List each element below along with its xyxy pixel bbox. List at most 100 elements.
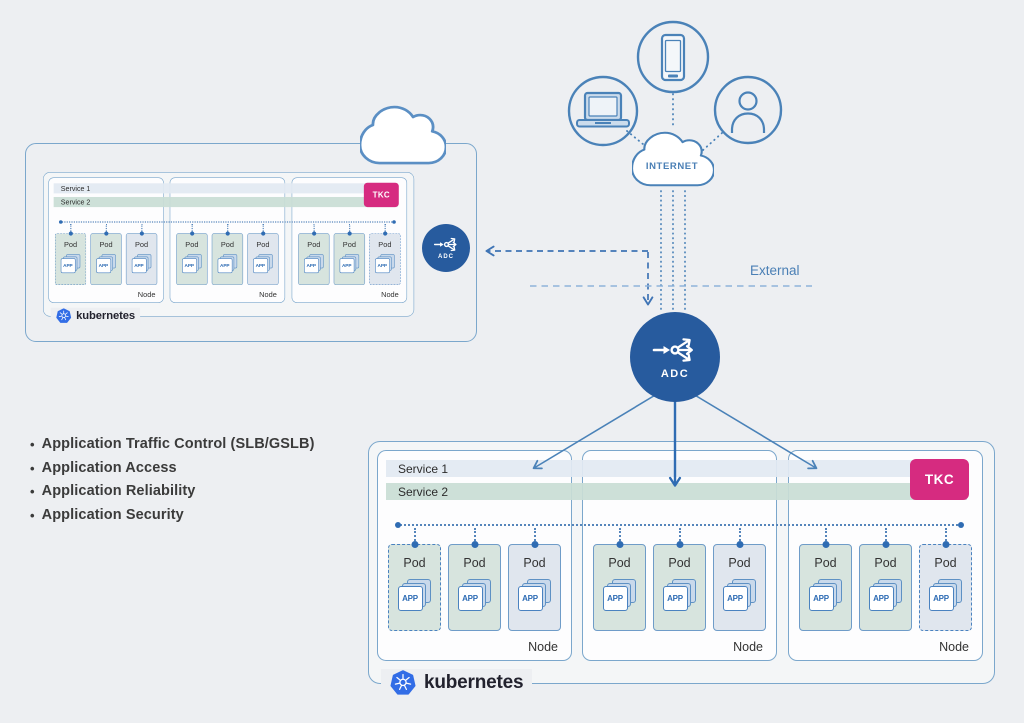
pod-connector-rail <box>395 522 964 528</box>
load-balancer-icon <box>652 337 693 362</box>
app-stack-icon: APP <box>60 254 80 274</box>
app-stack-icon: APP <box>722 579 757 613</box>
app-stack-icon: APP <box>131 254 152 274</box>
rail-end-dot <box>392 220 396 224</box>
app-stack-icon: APP <box>374 254 395 274</box>
adc-label: ADC <box>438 254 454 260</box>
external-zone-label: External <box>750 263 800 278</box>
app-front-label: APP <box>517 586 543 611</box>
service-label: Service 2 <box>60 197 91 207</box>
app-front-label: APP <box>374 258 390 274</box>
pod-label: Pod <box>220 240 234 249</box>
app-stack-icon: APP <box>181 254 202 274</box>
kubernetes-brand-label: kubernetes <box>76 309 135 322</box>
pod-label: Pod <box>256 240 270 249</box>
kubernetes-logo-icon <box>56 308 72 323</box>
app-front-label: APP <box>131 258 147 274</box>
feature-text: Application Security <box>41 506 184 523</box>
internet-label: INTERNET <box>645 161 699 172</box>
pod-label: Pod <box>185 240 199 249</box>
rail-end-dot <box>958 522 964 528</box>
app-stack-icon: APP <box>95 254 116 274</box>
feature-list: •Application Traffic Control (SLB/GSLB) … <box>30 433 315 527</box>
user-icon <box>713 75 783 145</box>
pod-label: Pod <box>463 556 486 570</box>
app-front-label: APP <box>252 258 268 274</box>
pod-label: Pod <box>378 240 392 249</box>
rail-end-dot <box>395 522 401 528</box>
app-stack-icon: APP <box>928 579 963 613</box>
service-label: Service 2 <box>398 484 449 499</box>
pod-label: Pod <box>342 240 356 249</box>
app-front-label: APP <box>808 586 834 611</box>
feature-text: Application Traffic Control (SLB/GSLB) <box>41 436 315 452</box>
app-stack-icon: APP <box>457 579 492 613</box>
pod-label: Pod <box>668 556 691 570</box>
node-label: Node <box>733 640 763 654</box>
app-stack-icon: APP <box>662 579 697 613</box>
node-label: Node <box>137 290 156 299</box>
pod-connector-rail <box>58 220 396 224</box>
bullet-icon: • <box>30 437 35 452</box>
laptop-icon <box>567 75 639 147</box>
service-bar: Service 2 <box>53 196 398 208</box>
feature-item: • Application Access <box>30 457 315 481</box>
app-front-label: APP <box>303 258 319 274</box>
bullet-icon: • <box>30 460 35 476</box>
app-front-label: APP <box>457 586 483 611</box>
cloud-environment-box <box>25 143 477 342</box>
feature-item: • Application Traffic Control (SLB/GSLB) <box>30 433 315 457</box>
kubernetes-brand-label: kubernetes <box>424 672 524 693</box>
kubernetes-footer: kubernetes <box>381 669 533 697</box>
node-label: Node <box>381 290 399 299</box>
app-front-label: APP <box>95 258 111 274</box>
kubernetes-logo-icon <box>390 670 416 695</box>
app-stack-icon: APP <box>397 579 432 613</box>
pod-label: Pod <box>403 556 426 570</box>
app-front-label: APP <box>339 258 355 274</box>
kubernetes-footer: kubernetes <box>50 307 141 325</box>
app-stack-icon: APP <box>217 254 237 274</box>
bullet-icon: • <box>30 507 35 523</box>
app-front-label: APP <box>181 258 197 274</box>
app-front-label: APP <box>662 586 688 611</box>
internet-cloud <box>632 131 714 187</box>
adc-failover-route <box>485 245 654 306</box>
service-bar: Service 1 <box>53 183 398 194</box>
feature-text: Application Access <box>41 459 177 476</box>
pod-label: Pod <box>934 556 957 570</box>
smartphone-icon <box>636 20 710 94</box>
node-label: Node <box>259 290 277 299</box>
app-stack-icon: APP <box>303 254 324 274</box>
service-bar: Service 1 <box>386 460 967 477</box>
app-stack-icon: APP <box>252 254 273 274</box>
app-front-label: APP <box>868 586 894 611</box>
feature-text: Application Reliability <box>41 483 196 499</box>
app-stack-icon: APP <box>339 254 359 274</box>
pod-label: Pod <box>99 240 113 249</box>
feature-item: •Application Reliability <box>30 480 315 504</box>
tkc-badge: TKC <box>910 459 969 500</box>
adc-primary: ADC <box>630 312 720 402</box>
